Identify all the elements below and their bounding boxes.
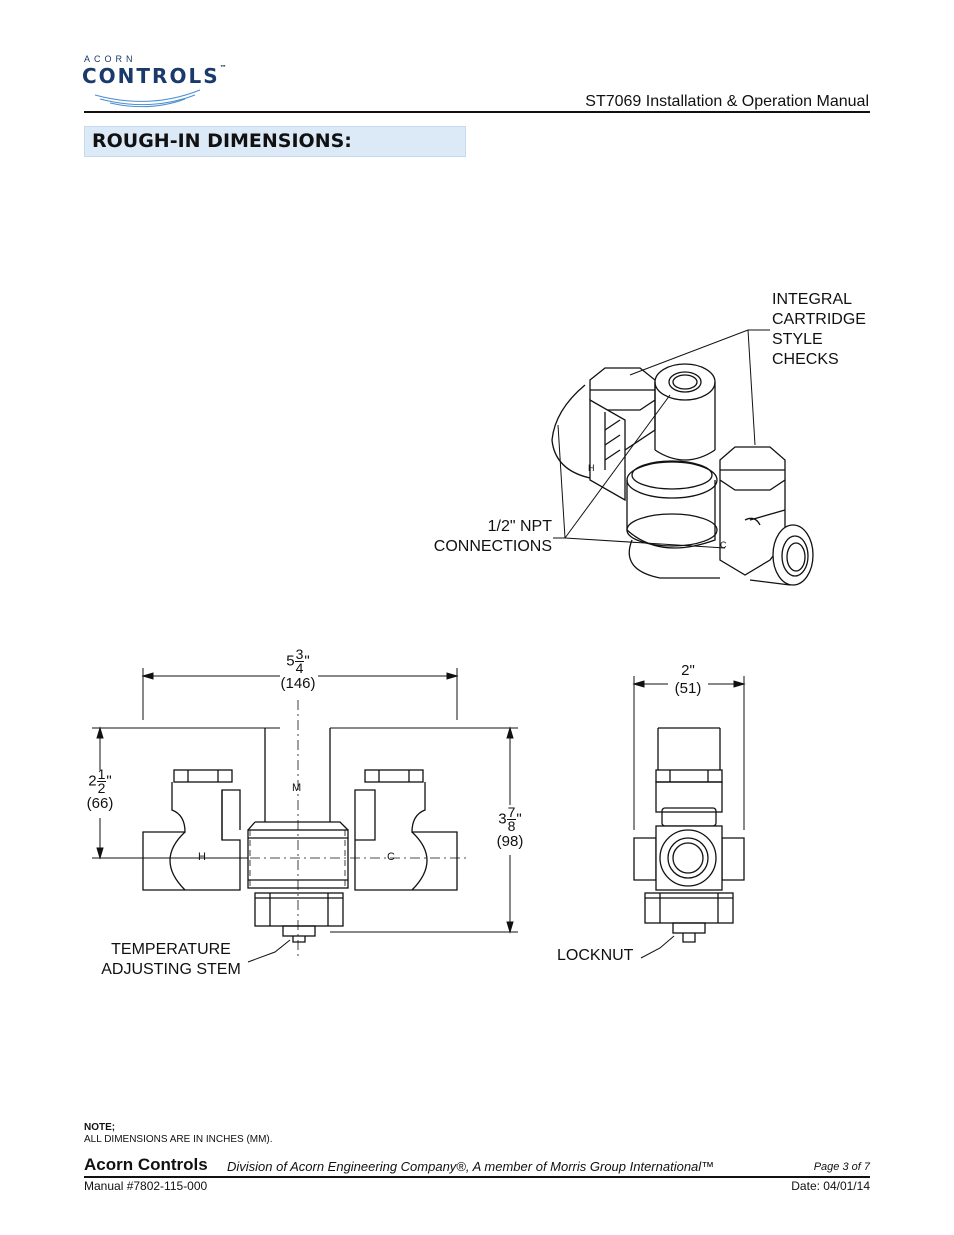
stem-label: TEMPERATURE ADJUSTING STEM bbox=[96, 940, 246, 980]
right-height-denominator: 8 bbox=[507, 818, 516, 834]
right-height-whole: 3 bbox=[498, 810, 507, 828]
npt-label: 1/2" NPT CONNECTIONS bbox=[428, 517, 552, 557]
header-rule bbox=[84, 111, 870, 113]
logo-wordmark: CONTROLS™ bbox=[82, 64, 227, 88]
left-height-whole: 2 bbox=[88, 772, 97, 790]
right-height-unit: " bbox=[516, 810, 522, 828]
right-height-mm: (98) bbox=[496, 833, 524, 850]
side-width: 2" bbox=[681, 662, 695, 679]
stem-label-line2: ADJUSTING STEM bbox=[101, 961, 241, 978]
footer-manual-number: Manual #7802-115-000 bbox=[84, 1179, 208, 1193]
right-height-numerator: 7 bbox=[506, 804, 517, 820]
footer-date: Date: 04/01/14 bbox=[791, 1179, 870, 1193]
iso-hot-mark: H bbox=[588, 463, 595, 473]
logo-trademark: ™ bbox=[219, 64, 227, 72]
note-text: ALL DIMENSIONS ARE IN INCHES (MM). bbox=[84, 1134, 273, 1145]
isometric-valve-view bbox=[551, 363, 814, 586]
logo-text: CONTROLS bbox=[82, 64, 220, 88]
note-heading: NOTE; bbox=[84, 1122, 116, 1133]
side-valve-view bbox=[632, 676, 746, 943]
left-height-numerator: 1 bbox=[96, 766, 107, 782]
iso-leader-lines bbox=[553, 329, 770, 549]
logo-subtitle: ACORN bbox=[84, 54, 137, 64]
front-valve-view bbox=[92, 668, 518, 960]
checks-label-line2: CARTRIDGE bbox=[772, 311, 866, 328]
width-whole: 5 bbox=[286, 652, 295, 670]
locknut-label: LOCKNUT bbox=[557, 947, 634, 964]
front-hot-mark: H bbox=[198, 851, 206, 863]
front-cold-mark: C bbox=[387, 851, 395, 863]
footer-rule bbox=[84, 1176, 870, 1178]
left-height-denominator: 2 bbox=[97, 780, 106, 796]
left-height-mm: (66) bbox=[86, 795, 114, 812]
stem-label-line1: TEMPERATURE bbox=[111, 941, 231, 958]
checks-label-line1: INTEGRAL bbox=[772, 291, 853, 308]
checks-label: INTEGRAL CARTRIDGE STYLE CHECKS bbox=[772, 290, 866, 370]
left-height-unit: " bbox=[106, 772, 112, 790]
footer-company: Acorn Controls bbox=[84, 1155, 208, 1174]
npt-label-line1: 1/2" NPT bbox=[487, 518, 552, 535]
side-width-dimension: 2" (51) bbox=[662, 662, 714, 698]
section-heading: ROUGH-IN DIMENSIONS: bbox=[84, 126, 466, 157]
width-numerator: 3 bbox=[294, 646, 305, 662]
checks-label-line4: CHECKS bbox=[772, 351, 839, 368]
document-title: ST7069 Installation & Operation Manual bbox=[585, 93, 869, 110]
section-title: ROUGH-IN DIMENSIONS: bbox=[92, 130, 352, 152]
width-denominator: 4 bbox=[295, 660, 304, 676]
width-unit: " bbox=[304, 652, 310, 670]
npt-label-line2: CONNECTIONS bbox=[433, 538, 552, 555]
checks-label-line3: STYLE bbox=[772, 331, 823, 348]
footer-page-number: Page 3 of 7 bbox=[813, 1161, 870, 1173]
front-mix-mark: M bbox=[292, 782, 302, 794]
iso-cold-mark: C bbox=[720, 540, 727, 550]
footer-division: Division of Acorn Engineering Company®, … bbox=[227, 1159, 715, 1174]
width-mm: (146) bbox=[280, 675, 316, 692]
side-width-mm: (51) bbox=[674, 680, 702, 697]
